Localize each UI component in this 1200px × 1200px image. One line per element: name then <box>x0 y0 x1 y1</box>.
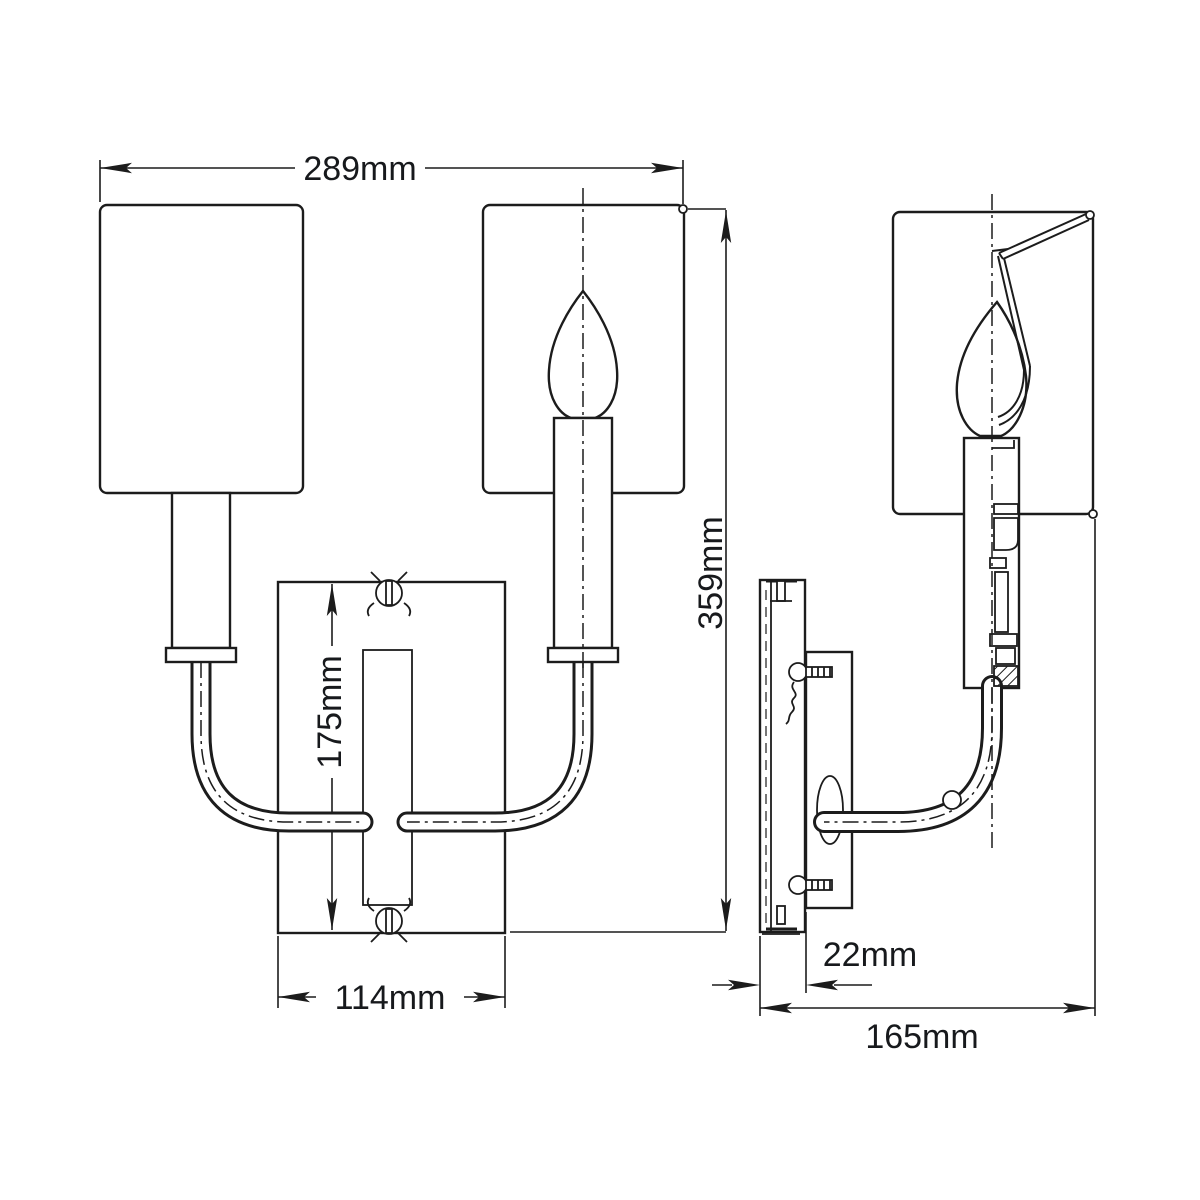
side-reference-point-top <box>1085 210 1095 220</box>
side-reference-point-bottom <box>1088 509 1098 519</box>
side-bottom-screw-icon <box>762 905 800 935</box>
side-arm-centerline <box>824 688 993 823</box>
dim-backplate-width: 114mm <box>277 936 506 1017</box>
dim-backplate-depth: 22mm <box>712 912 917 1016</box>
side-arm-set-screw <box>942 790 962 810</box>
dim-front-width-label: 289mm <box>303 150 416 188</box>
dim-projection-depth: 165mm <box>760 519 1096 1056</box>
dim-projection-depth-label: 165mm <box>865 1018 978 1056</box>
side-view <box>758 194 1098 935</box>
dim-front-width: 289mm <box>99 149 684 204</box>
front-top-screw-icon <box>366 571 412 617</box>
side-wire <box>785 681 797 725</box>
side-socket-internals <box>989 440 1019 687</box>
front-left-candle-flange <box>164 646 238 664</box>
dim-overall-height: 359mm <box>510 208 732 933</box>
front-left-shade <box>98 203 305 495</box>
dimensions: 289mm 359mm 175mm 114mm <box>99 149 1096 1056</box>
front-left-arm-centerline <box>200 662 363 823</box>
front-view <box>98 188 688 943</box>
front-bottom-screw-icon <box>366 897 412 943</box>
socket-section-hatch <box>993 665 1019 687</box>
side-fixing-screw-lower-icon <box>788 875 833 895</box>
dim-backplate-height-label: 175mm <box>311 655 349 768</box>
front-backplate-slot <box>362 649 413 906</box>
side-fixing-screw-upper-icon <box>788 662 833 682</box>
dim-backplate-depth-label: 22mm <box>823 936 917 974</box>
dim-backplate-height-label-group: 175mm <box>306 646 349 778</box>
front-left-candle-tube <box>170 491 232 650</box>
front-reference-point <box>678 204 688 214</box>
side-top-screw-icon <box>766 579 797 602</box>
side-arm-flange <box>816 775 844 845</box>
side-shade-support-arm <box>991 213 1090 426</box>
dim-backplate-width-label: 114mm <box>335 979 446 1017</box>
dim-overall-height-label: 359mm <box>692 516 730 629</box>
front-right-arm-centerline <box>407 662 584 823</box>
